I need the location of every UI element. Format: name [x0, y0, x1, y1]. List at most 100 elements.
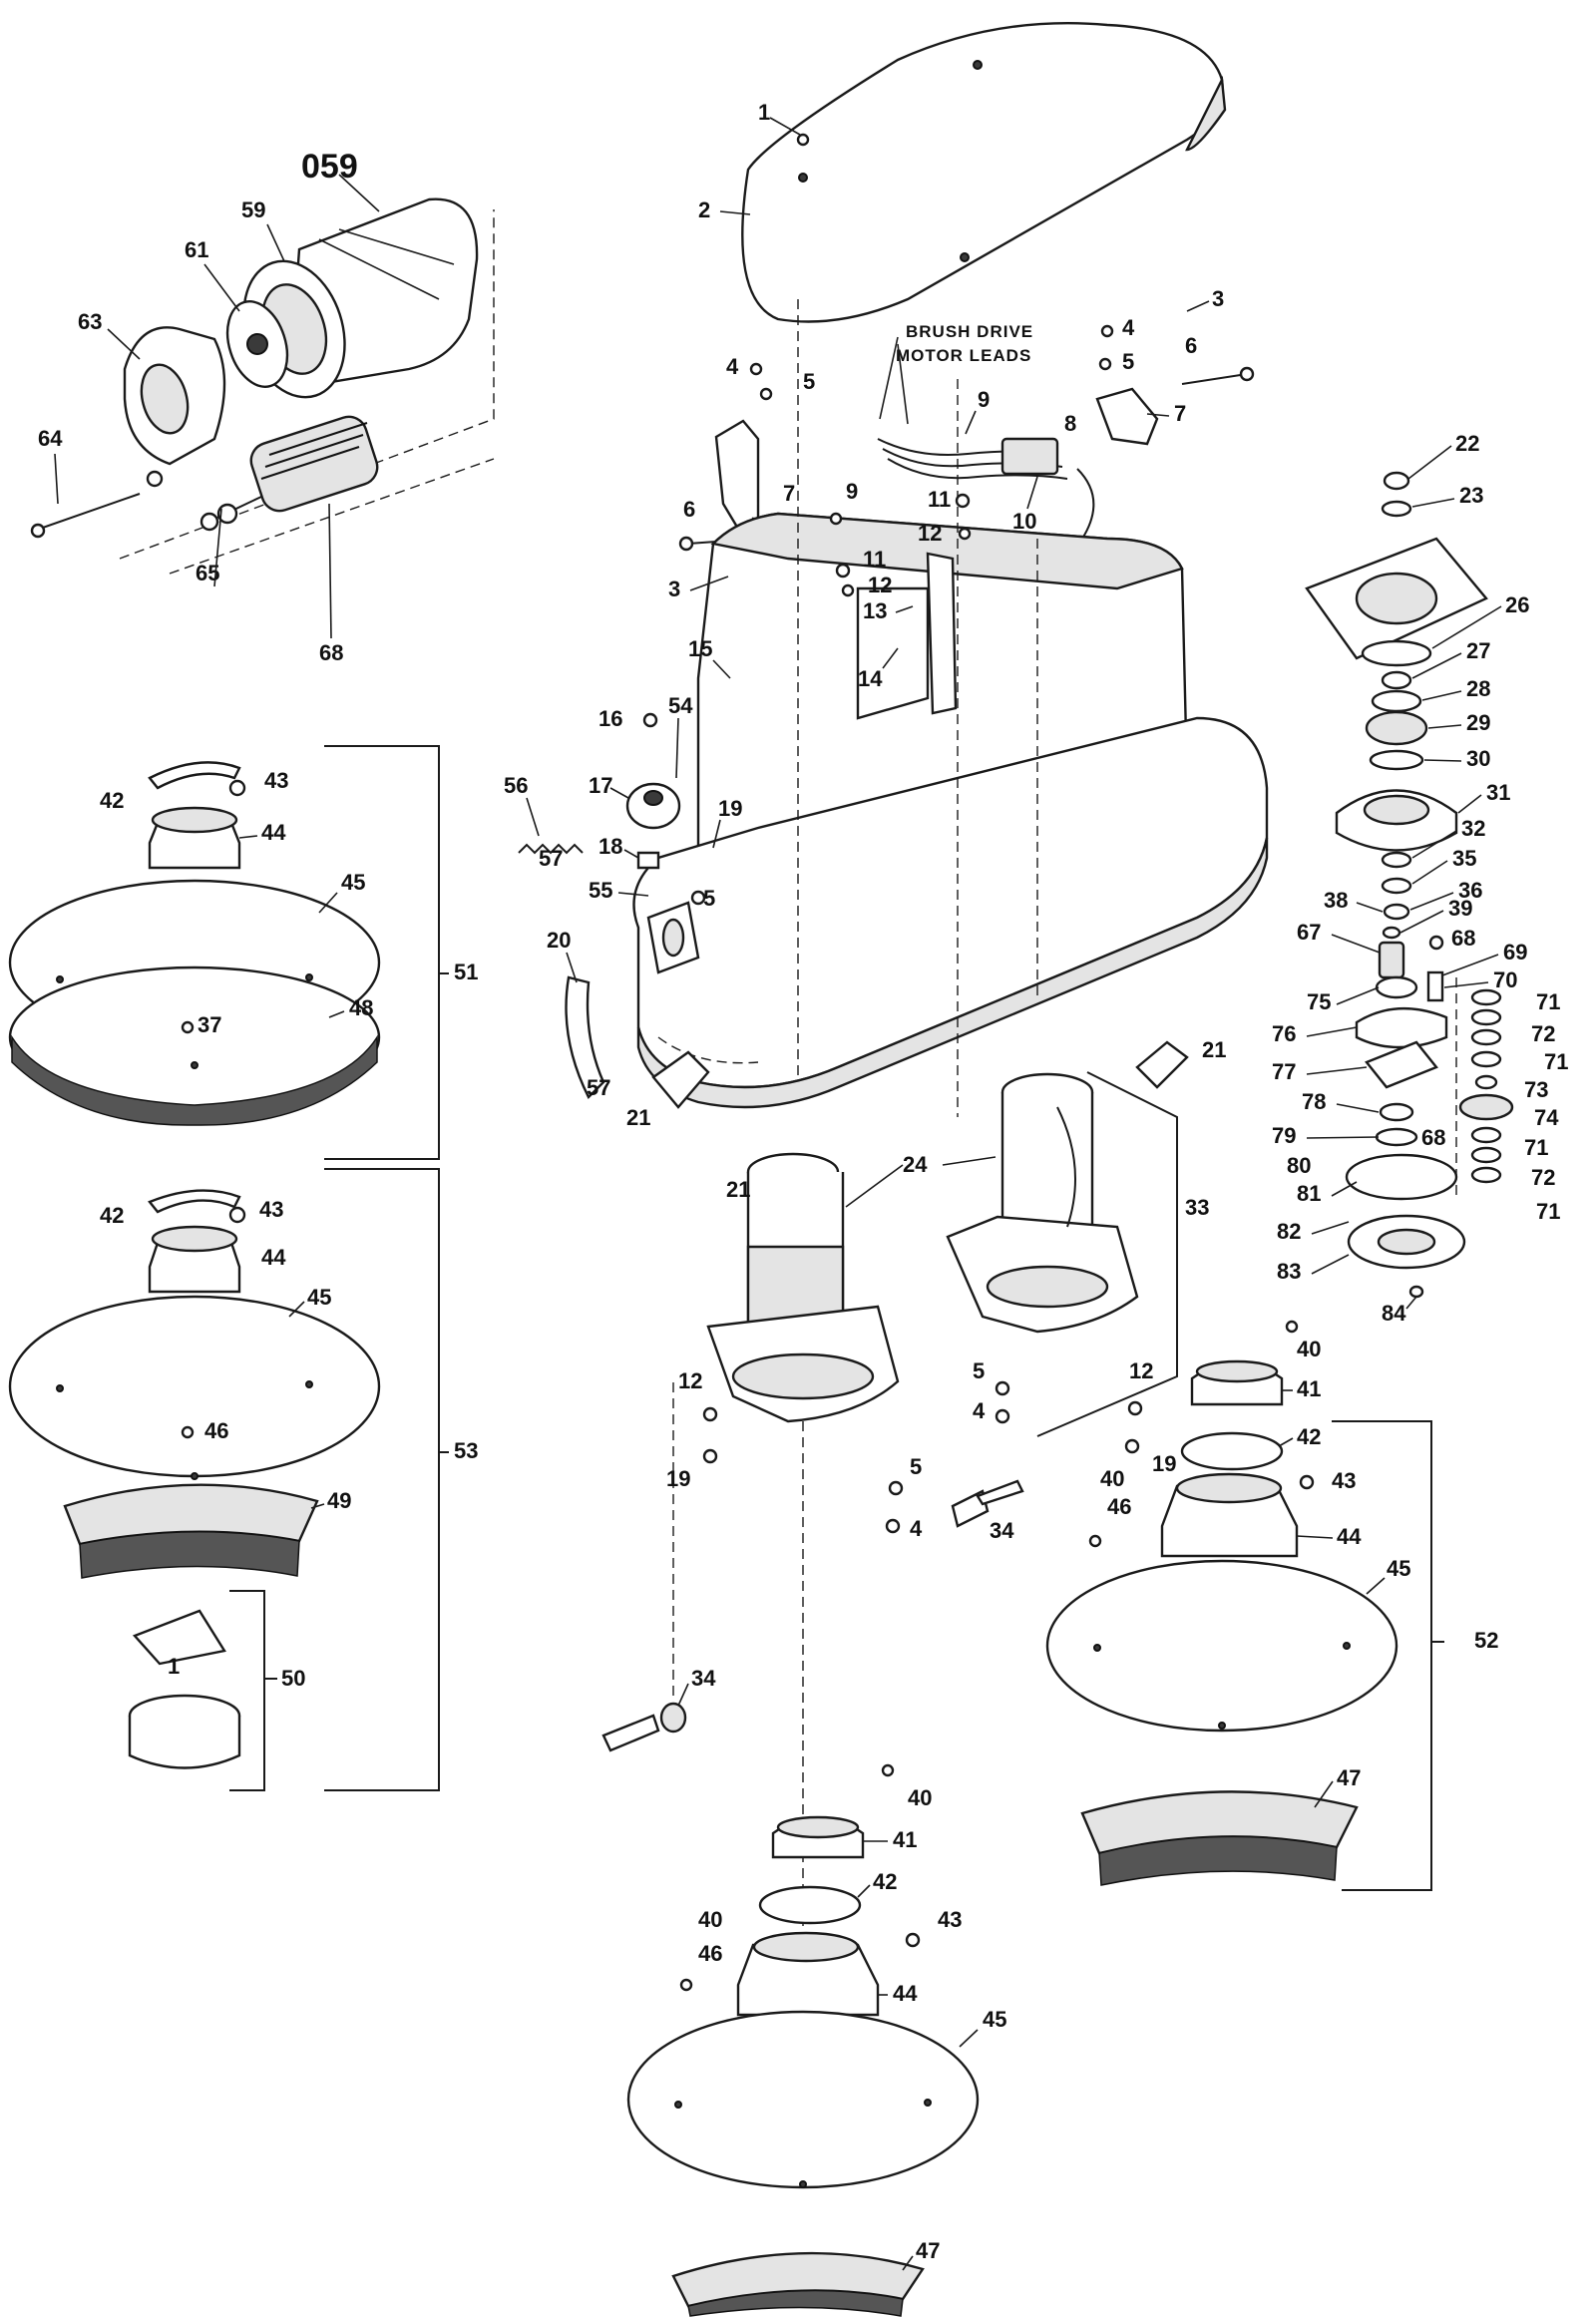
retaining-ring-42b [1180, 1431, 1284, 1471]
callout-42c: 42 [1297, 1424, 1321, 1449]
callout-54: 54 [668, 693, 693, 718]
hub-44d [736, 1943, 880, 2017]
callout-76: 76 [1272, 1021, 1296, 1046]
callout-38: 38 [1324, 888, 1348, 913]
callout-23: 23 [1459, 483, 1483, 508]
callout-12b: 12 [868, 573, 892, 597]
callout-43d: 43 [938, 1907, 962, 1932]
callout-40c: 40 [908, 1785, 932, 1810]
callout-28: 28 [1466, 676, 1490, 701]
callout-53: 53 [454, 1438, 478, 1463]
callout-69: 69 [1503, 940, 1527, 965]
callout-47a: 47 [1337, 1765, 1361, 1790]
callout-29: 29 [1466, 710, 1490, 735]
callout-5a: 5 [1122, 349, 1134, 374]
callout-74: 74 [1534, 1105, 1559, 1130]
callout-68: 68 [319, 640, 343, 665]
callout-9b: 9 [846, 479, 858, 504]
end-cap [123, 326, 226, 466]
callout-43b: 43 [259, 1197, 283, 1222]
callout-12c: 12 [678, 1368, 702, 1393]
spring [518, 843, 584, 855]
brush-drive-motor-leads-note: BRUSH DRIVE MOTOR LEADS [879, 322, 1033, 425]
callout-71b: 71 [1544, 1049, 1568, 1074]
callout-32: 32 [1461, 816, 1485, 841]
callout-5b: 5 [803, 369, 815, 394]
pad-driver-assembly-53: 42 43 44 45 46 49 53 [8, 1168, 478, 1791]
latch-plate [646, 901, 700, 974]
callout-1: 1 [758, 100, 770, 125]
callout-44c: 44 [1337, 1524, 1362, 1549]
callout-31: 31 [1486, 780, 1510, 805]
brush-assembly-bottom: 40 41 42 40 43 46 44 45 47 [626, 1421, 1006, 2317]
callout-27: 27 [1466, 638, 1490, 663]
callout-68b: 68 [1451, 926, 1475, 951]
gear-carrier [1355, 1007, 1448, 1049]
callout-36: 36 [1458, 878, 1482, 903]
callout-83: 83 [1277, 1259, 1301, 1284]
callout-7a: 7 [1174, 401, 1186, 426]
callout-5e: 5 [910, 1454, 922, 1479]
gear-nut [1383, 471, 1410, 491]
callout-40d: 40 [698, 1907, 722, 1932]
callout-41b: 41 [893, 1827, 917, 1852]
callout-44a: 44 [261, 820, 286, 845]
cam-lever-lower [601, 1376, 687, 1752]
callout-3b: 3 [668, 577, 680, 601]
callout-22: 22 [1455, 431, 1479, 456]
callout-44d: 44 [893, 1981, 918, 2006]
note-line-2: MOTOR LEADS [896, 346, 1031, 365]
callout-1b: 1 [168, 1654, 180, 1679]
callout-19a: 19 [718, 796, 742, 821]
callout-75: 75 [1307, 989, 1331, 1014]
callout-12d: 12 [1129, 1358, 1153, 1383]
pin [1426, 970, 1444, 1002]
callout-16: 16 [598, 706, 622, 731]
callout-45a: 45 [341, 870, 365, 895]
callout-81: 81 [1297, 1181, 1321, 1206]
top-cover: 1 2 [698, 22, 1227, 323]
note-line-1: BRUSH DRIVE [906, 322, 1033, 341]
callout-21c: 21 [726, 1177, 750, 1202]
drive-motor-left [706, 1152, 900, 1423]
callout-39: 39 [1448, 896, 1472, 921]
bearing [216, 503, 238, 525]
terminal-block [1000, 437, 1059, 476]
callout-14: 14 [858, 666, 883, 691]
callout-71c: 71 [1524, 1135, 1548, 1160]
callout-33: 33 [1185, 1195, 1209, 1220]
callout-3a: 3 [1212, 286, 1224, 311]
callout-71a: 71 [1536, 989, 1560, 1014]
callout-34a: 34 [990, 1518, 1014, 1543]
callout-21b: 21 [1202, 1037, 1226, 1062]
callout-35: 35 [1452, 846, 1476, 871]
callout-72a: 72 [1531, 1021, 1555, 1046]
callout-6a: 6 [1185, 333, 1197, 358]
callout-20: 20 [547, 928, 571, 953]
callout-10: 10 [1012, 509, 1036, 534]
brush-holder-plate [225, 300, 289, 388]
callout-18: 18 [598, 834, 622, 859]
callout-59: 59 [241, 197, 265, 222]
callout-40a: 40 [1297, 1337, 1321, 1361]
chassis-partition [926, 552, 958, 715]
callout-43c: 43 [1332, 1468, 1356, 1493]
gasket-82 [1345, 1153, 1458, 1201]
chassis-housing [632, 299, 1269, 1117]
callout-4c: 4 [973, 1398, 986, 1423]
callout-50: 50 [281, 1666, 305, 1691]
callout-9a: 9 [978, 387, 990, 412]
pad-driver-assembly-51: 42 43 44 45 37 48 51 [8, 745, 478, 1160]
callout-63: 63 [78, 309, 102, 334]
callout-52: 52 [1474, 1628, 1498, 1653]
callout-40b: 40 [1100, 1466, 1124, 1491]
callout-17: 17 [589, 773, 612, 798]
latch-knob [625, 782, 681, 870]
through-bolt [30, 523, 46, 539]
callout-2: 2 [698, 197, 710, 222]
cam-lever-upper [951, 1479, 1024, 1528]
callout-48: 48 [349, 995, 373, 1020]
callout-11a: 11 [928, 487, 951, 512]
